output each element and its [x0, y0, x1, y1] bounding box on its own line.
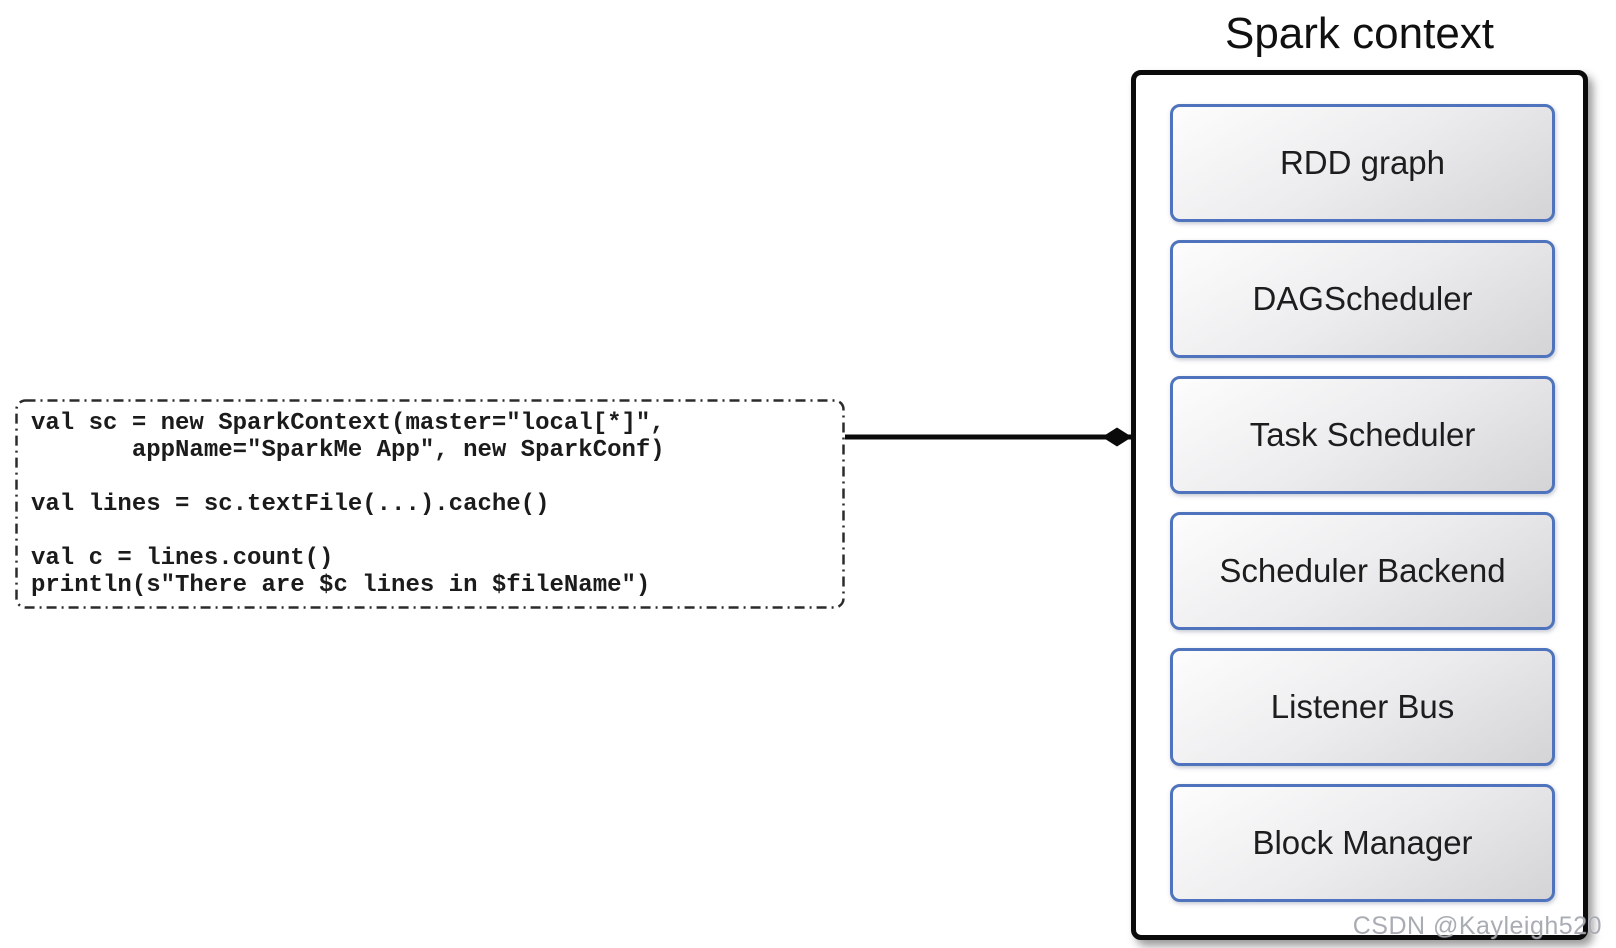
dash-dot-border — [15, 399, 845, 609]
watermark: CSDN @Kayleigh520 — [1352, 912, 1602, 940]
component-box-scheduler-backend: Scheduler Backend — [1170, 512, 1555, 630]
code-line — [31, 518, 665, 545]
component-box-listener-bus: Listener Bus — [1170, 648, 1555, 766]
code-line: val lines = sc.textFile(...).cache() — [31, 491, 550, 518]
component-box-dag-scheduler: DAGScheduler — [1170, 240, 1555, 358]
code-line: appName="SparkMe App", new SparkConf) — [31, 437, 665, 464]
code-line: val c = lines.count() — [31, 545, 334, 572]
spark-context-title: Spark context — [1224, 9, 1495, 58]
component-box-task-scheduler: Task Scheduler — [1170, 376, 1555, 494]
code-line: println(s"There are $c lines in $fileNam… — [31, 572, 651, 599]
spark-context-container: RDD graph DAGScheduler Task Scheduler Sc… — [1131, 70, 1588, 940]
code-line: val sc = new SparkContext(master="local[… — [31, 410, 665, 437]
component-box-rdd-graph: RDD graph — [1170, 104, 1555, 222]
driver-code-block: val sc = new SparkContext(master="local[… — [15, 399, 845, 609]
connector-diamond-arrow — [845, 427, 1135, 447]
code-lines: val sc = new SparkContext(master="local[… — [31, 410, 665, 599]
code-line — [31, 464, 665, 491]
component-box-block-manager: Block Manager — [1170, 784, 1555, 902]
